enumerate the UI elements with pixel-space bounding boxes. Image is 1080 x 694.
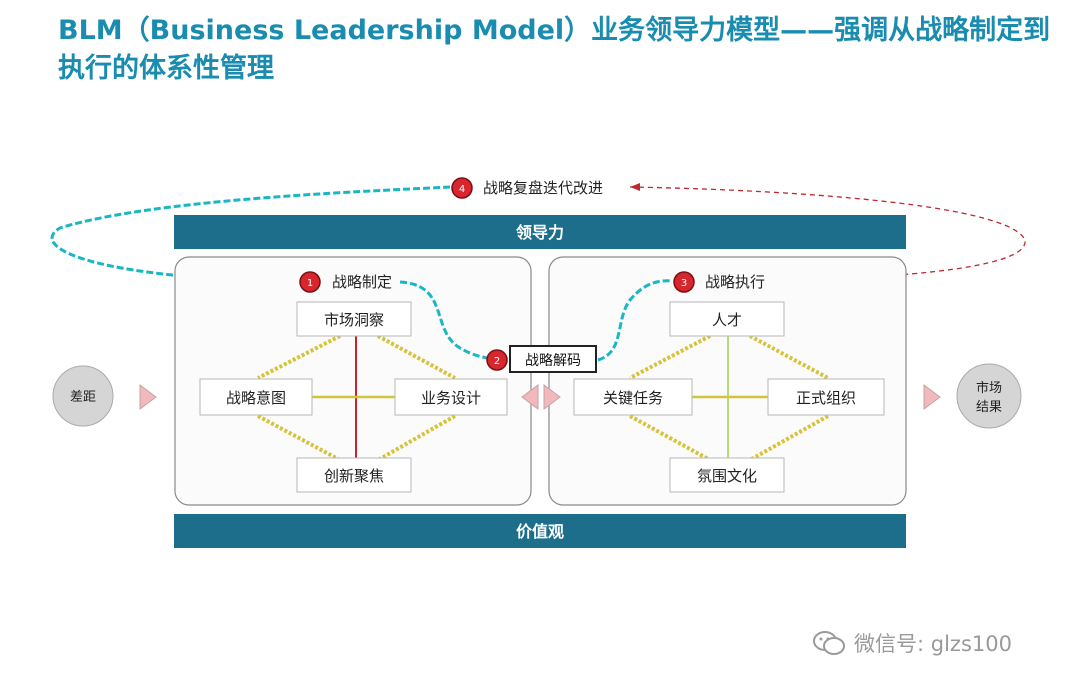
step-link-cyan-2 xyxy=(597,279,673,362)
arrow-gap xyxy=(139,384,157,410)
left-diamond-links xyxy=(257,334,456,462)
values-bar xyxy=(174,514,906,548)
values-label: 价值观 xyxy=(516,522,564,541)
svg-text:2: 2 xyxy=(494,356,500,367)
step-2-badge: 2 xyxy=(486,349,508,371)
svg-text:人才: 人才 xyxy=(712,311,742,329)
svg-text:关键任务: 关键任务 xyxy=(603,389,663,407)
wechat-icon xyxy=(813,631,845,655)
svg-text:4: 4 xyxy=(459,184,465,195)
arrow-left-pink xyxy=(521,384,539,410)
market-result-node: 市场 结果 xyxy=(956,363,1022,429)
svg-text:创新聚焦: 创新聚焦 xyxy=(324,467,384,485)
step-4-badge: 4 xyxy=(451,177,473,199)
step-1-label: 战略制定 xyxy=(332,273,392,291)
svg-text:正式组织: 正式组织 xyxy=(796,389,856,407)
step-1-badge: 1 xyxy=(299,271,321,293)
leadership-bar xyxy=(174,215,906,249)
svg-text:结果: 结果 xyxy=(976,400,1002,415)
svg-text:市场: 市场 xyxy=(976,380,1002,396)
arrow-right-pink xyxy=(543,384,561,410)
step-3-badge: 3 xyxy=(673,271,695,293)
leadership-label: 领导力 xyxy=(516,223,564,242)
gap-node: 差距 xyxy=(52,365,114,427)
node-strategy-decoding: 战略解码 xyxy=(509,345,597,373)
node-strategic-intent: 战略意图 xyxy=(199,378,313,416)
arrow-result xyxy=(923,384,941,410)
svg-text:战略解码: 战略解码 xyxy=(525,353,581,369)
node-climate-culture: 氛围文化 xyxy=(669,457,785,493)
arrowhead-red xyxy=(630,183,640,191)
page-title: BLM（Business Leadership Model）业务领导力模型——强… xyxy=(58,15,1051,84)
node-talent: 人才 xyxy=(669,301,785,337)
step-4-label: 战略复盘迭代改进 xyxy=(483,179,603,197)
svg-text:氛围文化: 氛围文化 xyxy=(697,467,757,485)
node-key-tasks: 关键任务 xyxy=(573,378,693,416)
right-diamond-links xyxy=(629,334,829,462)
svg-text:业务设计: 业务设计 xyxy=(421,389,481,407)
node-market-insight: 市场洞察 xyxy=(296,301,412,337)
svg-text:战略意图: 战略意图 xyxy=(226,389,286,407)
svg-text:1: 1 xyxy=(307,278,313,289)
watermark-text: 微信号: glzs100 xyxy=(854,632,1012,656)
svg-text:市场洞察: 市场洞察 xyxy=(324,311,384,329)
node-formal-organization: 正式组织 xyxy=(767,378,885,416)
step-3-label: 战略执行 xyxy=(705,273,765,291)
node-business-design: 业务设计 xyxy=(394,378,508,416)
watermark: 微信号: glzs100 xyxy=(812,626,1012,660)
node-innovation-focus: 创新聚焦 xyxy=(296,457,412,493)
feedback-loop-cyan xyxy=(50,185,451,284)
svg-text:差距: 差距 xyxy=(70,390,96,405)
svg-text:3: 3 xyxy=(681,278,687,289)
